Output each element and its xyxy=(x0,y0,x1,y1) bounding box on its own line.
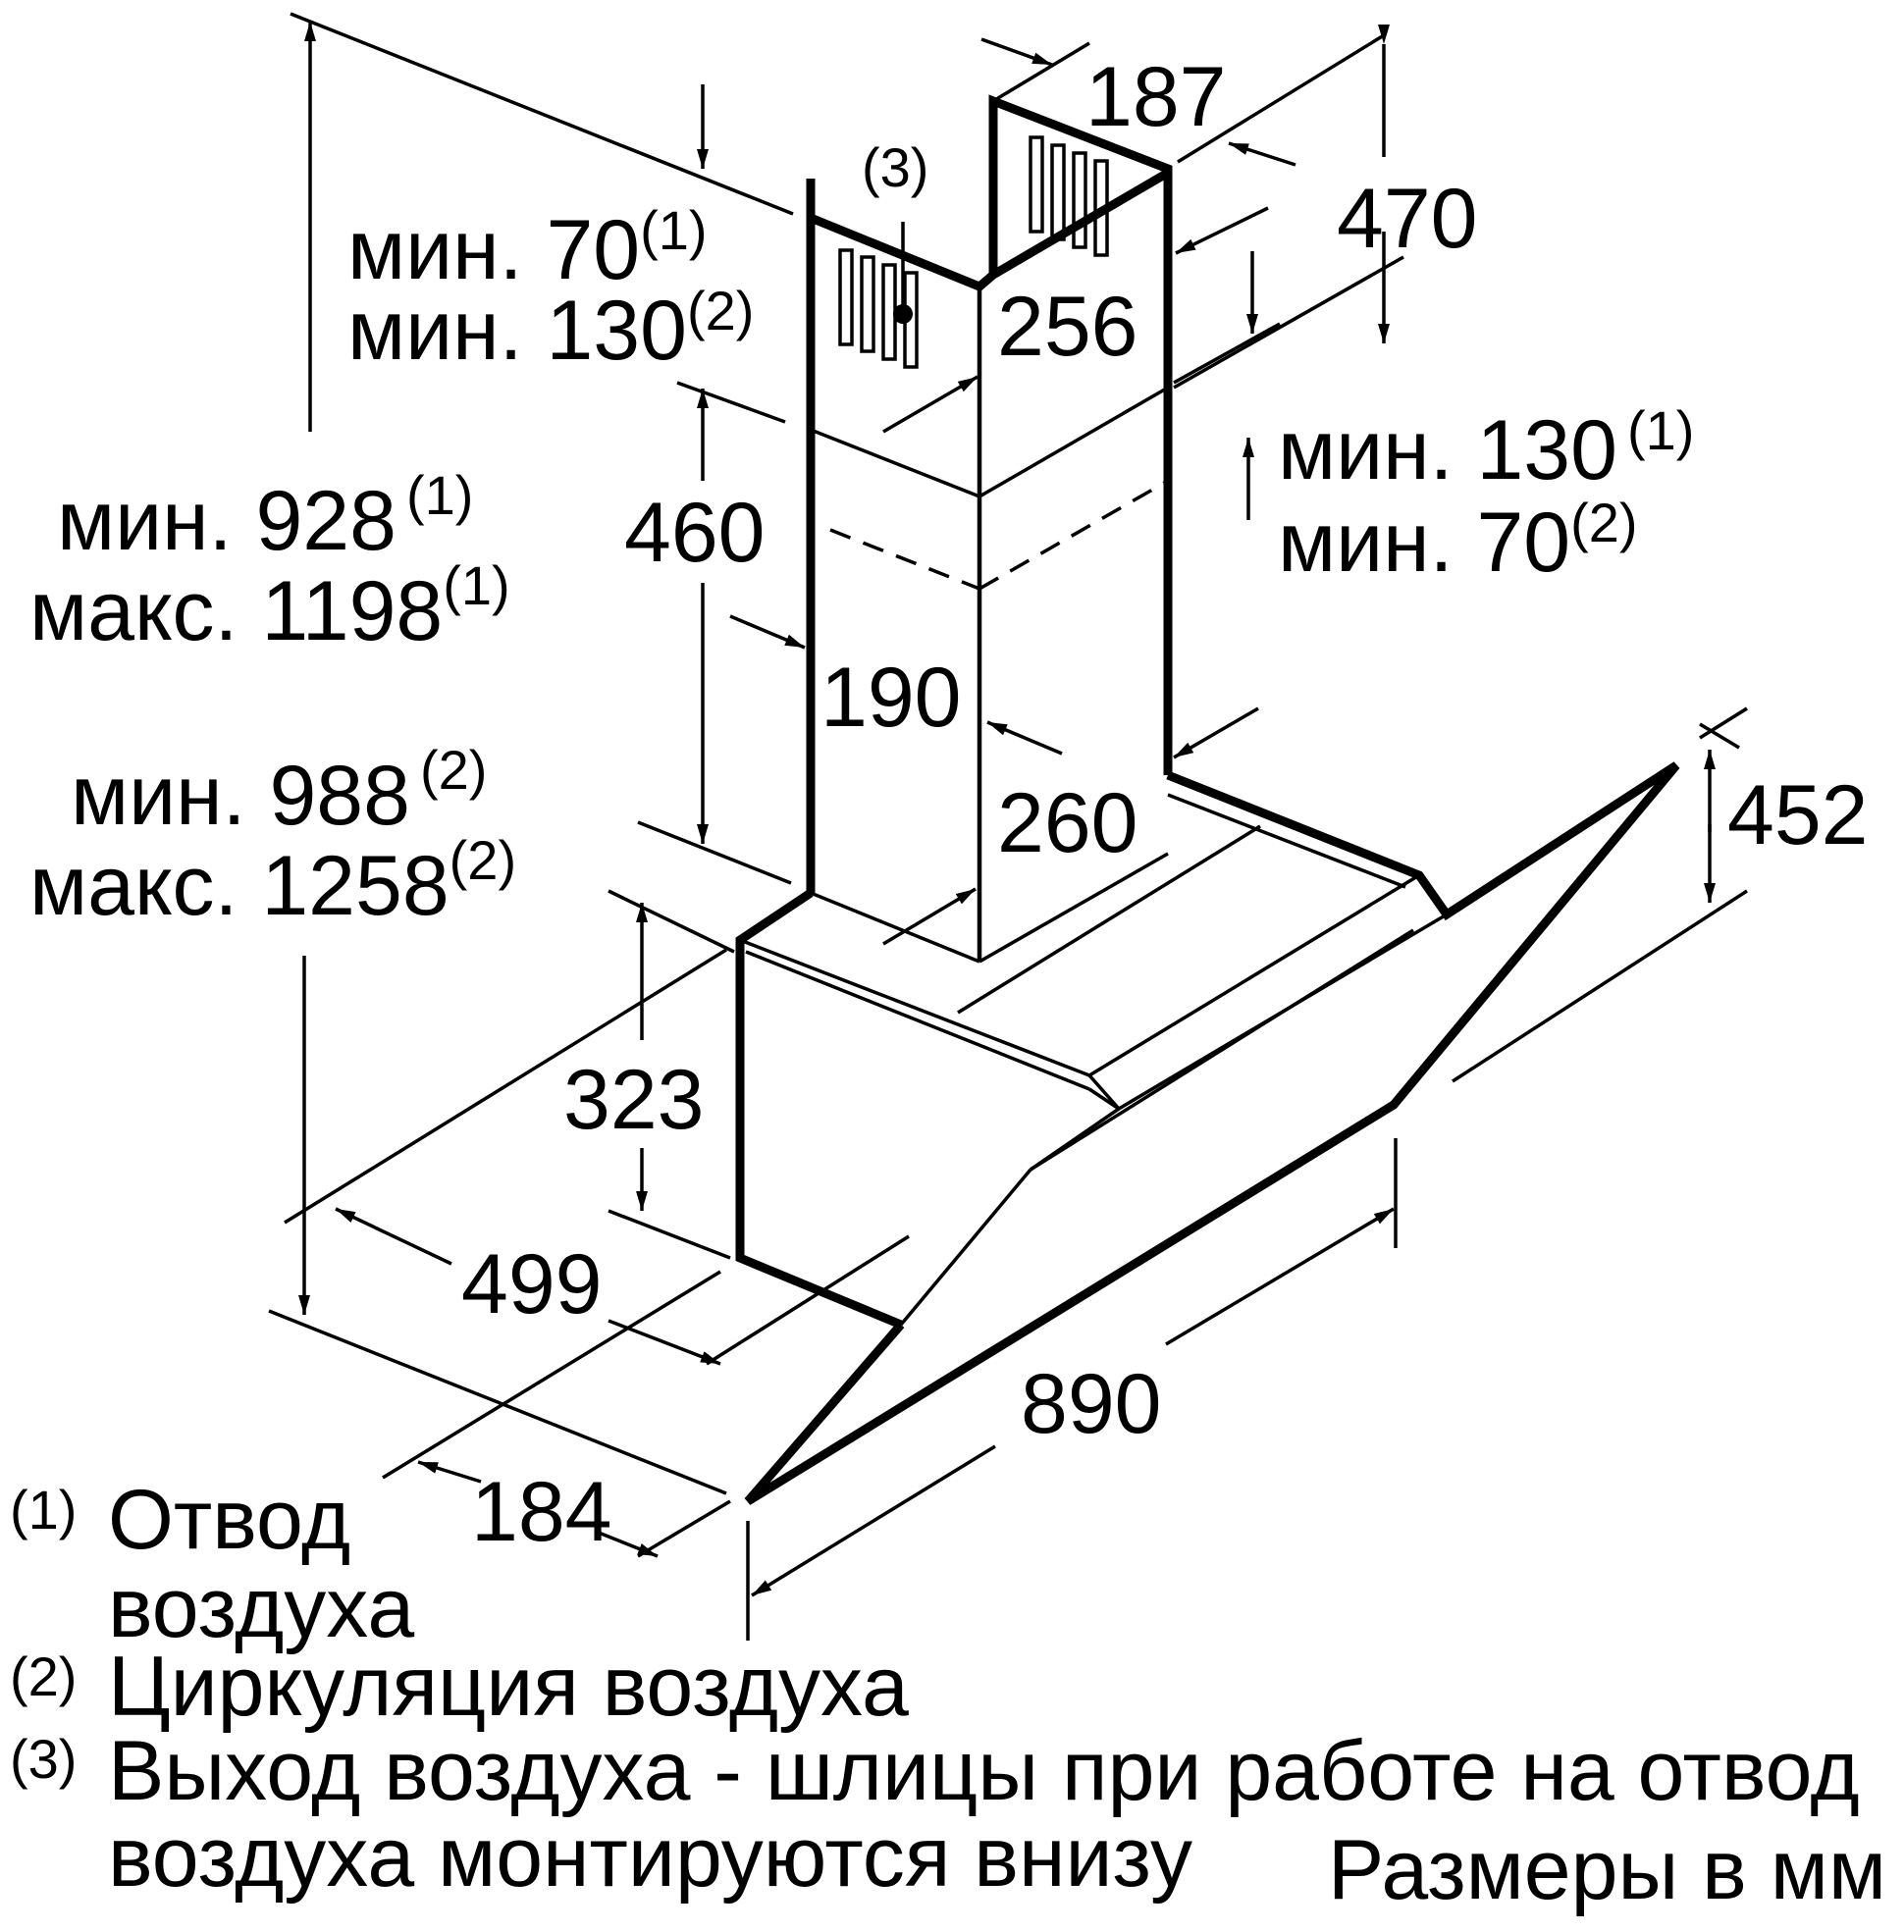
svg-text:мин. 130(1): мин. 130(1) xyxy=(1278,399,1694,497)
svg-text:мин. 130(2): мин. 130(2) xyxy=(347,280,754,378)
hood-body xyxy=(735,761,1680,1505)
height-min-928: мин. 928 xyxy=(57,474,397,568)
units-note: Размеры в мм xyxy=(1328,1823,1886,1917)
dim-184-label: 184 xyxy=(471,1465,612,1559)
right-min-70: мин. 70 xyxy=(1278,496,1570,590)
dim-499-label: 499 xyxy=(461,1237,603,1332)
left-min-70-ref: (1) xyxy=(640,199,707,261)
legend-3-line1: Выход воздуха - шлицы при работе на отво… xyxy=(108,1724,1860,1818)
legend-1-line2: воздуха xyxy=(108,1561,414,1655)
height-exhaust: мин. 928(1) макс. 1198(1) xyxy=(29,464,510,658)
dim-470: 470 xyxy=(1173,25,1478,390)
dim-460: 460 xyxy=(624,381,792,885)
svg-text:мин. 70(2): мин. 70(2) xyxy=(1278,492,1638,590)
height-recirculation: мин. 988(2) макс. 1258(2) xyxy=(29,739,516,933)
height-min-928-ref: (1) xyxy=(406,464,473,526)
dim-460-label: 460 xyxy=(624,486,766,580)
svg-text:макс. 1198(1): макс. 1198(1) xyxy=(29,554,510,658)
dim-total-height xyxy=(268,12,794,1495)
legend-2-ref: (2) xyxy=(10,1645,77,1707)
dim-256-label: 256 xyxy=(997,280,1138,374)
dim-323-label: 323 xyxy=(563,1053,705,1147)
height-min-988-ref: (2) xyxy=(420,739,487,801)
height-max-1258: макс. 1258 xyxy=(29,839,450,933)
svg-text:мин. 928(1): мин. 928(1) xyxy=(57,464,473,568)
height-max-1198: макс. 1198 xyxy=(29,564,443,658)
height-min-988: мин. 988 xyxy=(71,749,410,843)
left-top-clearance: мин. 70(1) мин. 130(2) xyxy=(347,84,754,378)
legend-3-ref: (3) xyxy=(10,1728,77,1790)
dim-184: 184 xyxy=(382,1270,731,1559)
left-min-70: мин. 70 xyxy=(347,203,640,297)
dim-187: 187 xyxy=(980,33,1385,167)
legend: (1) Отвод воздуха (2) Циркуляция воздуха… xyxy=(10,1473,1886,1917)
dim-260: 260 xyxy=(882,706,1259,946)
dim-323: 323 xyxy=(563,889,735,1260)
dim-499: 499 xyxy=(284,948,910,1366)
dim-890: 890 xyxy=(746,1138,1398,1641)
right-mid-clearance: мин. 130(1) мин. 70(2) xyxy=(1243,399,1694,590)
legend-1-ref: (1) xyxy=(10,1479,77,1540)
legend-2-line1: Циркуляция воздуха xyxy=(108,1640,909,1734)
legend-3-line2: воздуха монтируются внизу xyxy=(108,1810,1192,1905)
right-min-130: мин. 130 xyxy=(1278,403,1617,497)
dim-452: 452 xyxy=(1452,706,1869,1083)
right-min-70-ref: (2) xyxy=(1570,492,1637,553)
height-max-1258-ref: (2) xyxy=(450,829,516,891)
dim-190-label: 190 xyxy=(820,651,962,745)
legend-1-line1: Отвод xyxy=(108,1473,350,1567)
dim-890-label: 890 xyxy=(1021,1357,1162,1451)
svg-text:мин. 70(1): мин. 70(1) xyxy=(347,199,708,297)
upper-chimney xyxy=(806,94,1173,962)
left-min-130: мин. 130 xyxy=(347,284,687,378)
dim-470-label: 470 xyxy=(1337,172,1478,266)
left-min-130-ref: (2) xyxy=(687,280,754,341)
air-outlet-slots-icon xyxy=(838,135,1109,369)
dim-452-label: 452 xyxy=(1727,768,1869,862)
svg-text:мин. 988(2): мин. 988(2) xyxy=(71,739,487,843)
lower-chimney xyxy=(806,389,1173,964)
height-max-1198-ref: (1) xyxy=(443,554,509,616)
dim-260-label: 260 xyxy=(997,776,1138,870)
right-min-130-ref: (1) xyxy=(1627,399,1694,461)
svg-text:макс. 1258(2): макс. 1258(2) xyxy=(29,829,516,933)
dim-256: 256 xyxy=(882,206,1281,434)
dim-187-label: 187 xyxy=(1085,50,1227,144)
callout-3-label: (3) xyxy=(862,136,928,198)
dim-190: 190 xyxy=(729,614,1063,756)
